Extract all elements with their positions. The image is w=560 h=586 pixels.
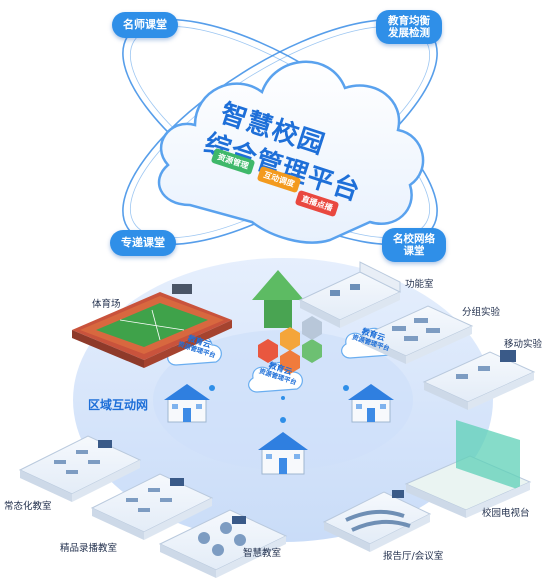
pill-education-balance-line2: 发展检测: [388, 27, 430, 39]
hub-arrow-icon: [252, 270, 304, 328]
region-network-label: 区域互动网: [88, 398, 149, 412]
pill-famous-school-network: 名校网络 课堂: [382, 228, 446, 262]
main-cloud: [157, 60, 425, 244]
auditorium-illustration: [322, 490, 432, 552]
label-group-lab: 分组实验: [462, 307, 501, 318]
pill-famous-school-network-line2: 课堂: [403, 245, 425, 257]
label-auditorium: 报告厅/会议室: [383, 551, 444, 562]
hub-hex-tiles: [258, 316, 322, 374]
label-smart-classroom: 智慧教室: [243, 548, 282, 559]
pill-education-balance-line1: 教育均衡: [388, 14, 430, 27]
label-mobile-lab: 移动实验: [504, 339, 543, 350]
connection-dots: [209, 385, 349, 423]
label-campus-tv: 校园电视台: [482, 508, 530, 519]
pill-famous-teacher-class-label: 名师课堂: [123, 17, 167, 31]
group-lab-illustration: [360, 305, 474, 364]
label-sports-field: 体育场: [92, 299, 121, 310]
recording-classroom-illustration: [90, 473, 214, 540]
smart-classroom-illustration: [158, 509, 288, 578]
normal-classroom-illustration: [18, 435, 142, 502]
school-house-center: [258, 432, 308, 475]
pill-famous-school-network-line1: 名校网络: [393, 232, 435, 245]
mobile-lab-illustration: [422, 350, 536, 410]
pill-special-delivery-class: 专递课堂: [110, 230, 176, 256]
pill-special-delivery-class-label: 专递课堂: [121, 235, 165, 249]
function-room-illustration: [298, 261, 402, 328]
school-house-right: [348, 384, 394, 423]
school-house-left: [164, 384, 210, 423]
label-normal-classroom: 常态化教室: [4, 501, 52, 512]
label-recording-classroom: 精品录播教室: [60, 543, 118, 554]
label-function-room: 功能室: [405, 279, 434, 290]
campus-tv-illustration: [404, 420, 532, 518]
pill-education-balance: 教育均衡 发展检测: [376, 10, 442, 44]
pill-famous-teacher-class: 名师课堂: [112, 12, 178, 38]
sports-field-illustration: [72, 284, 232, 368]
